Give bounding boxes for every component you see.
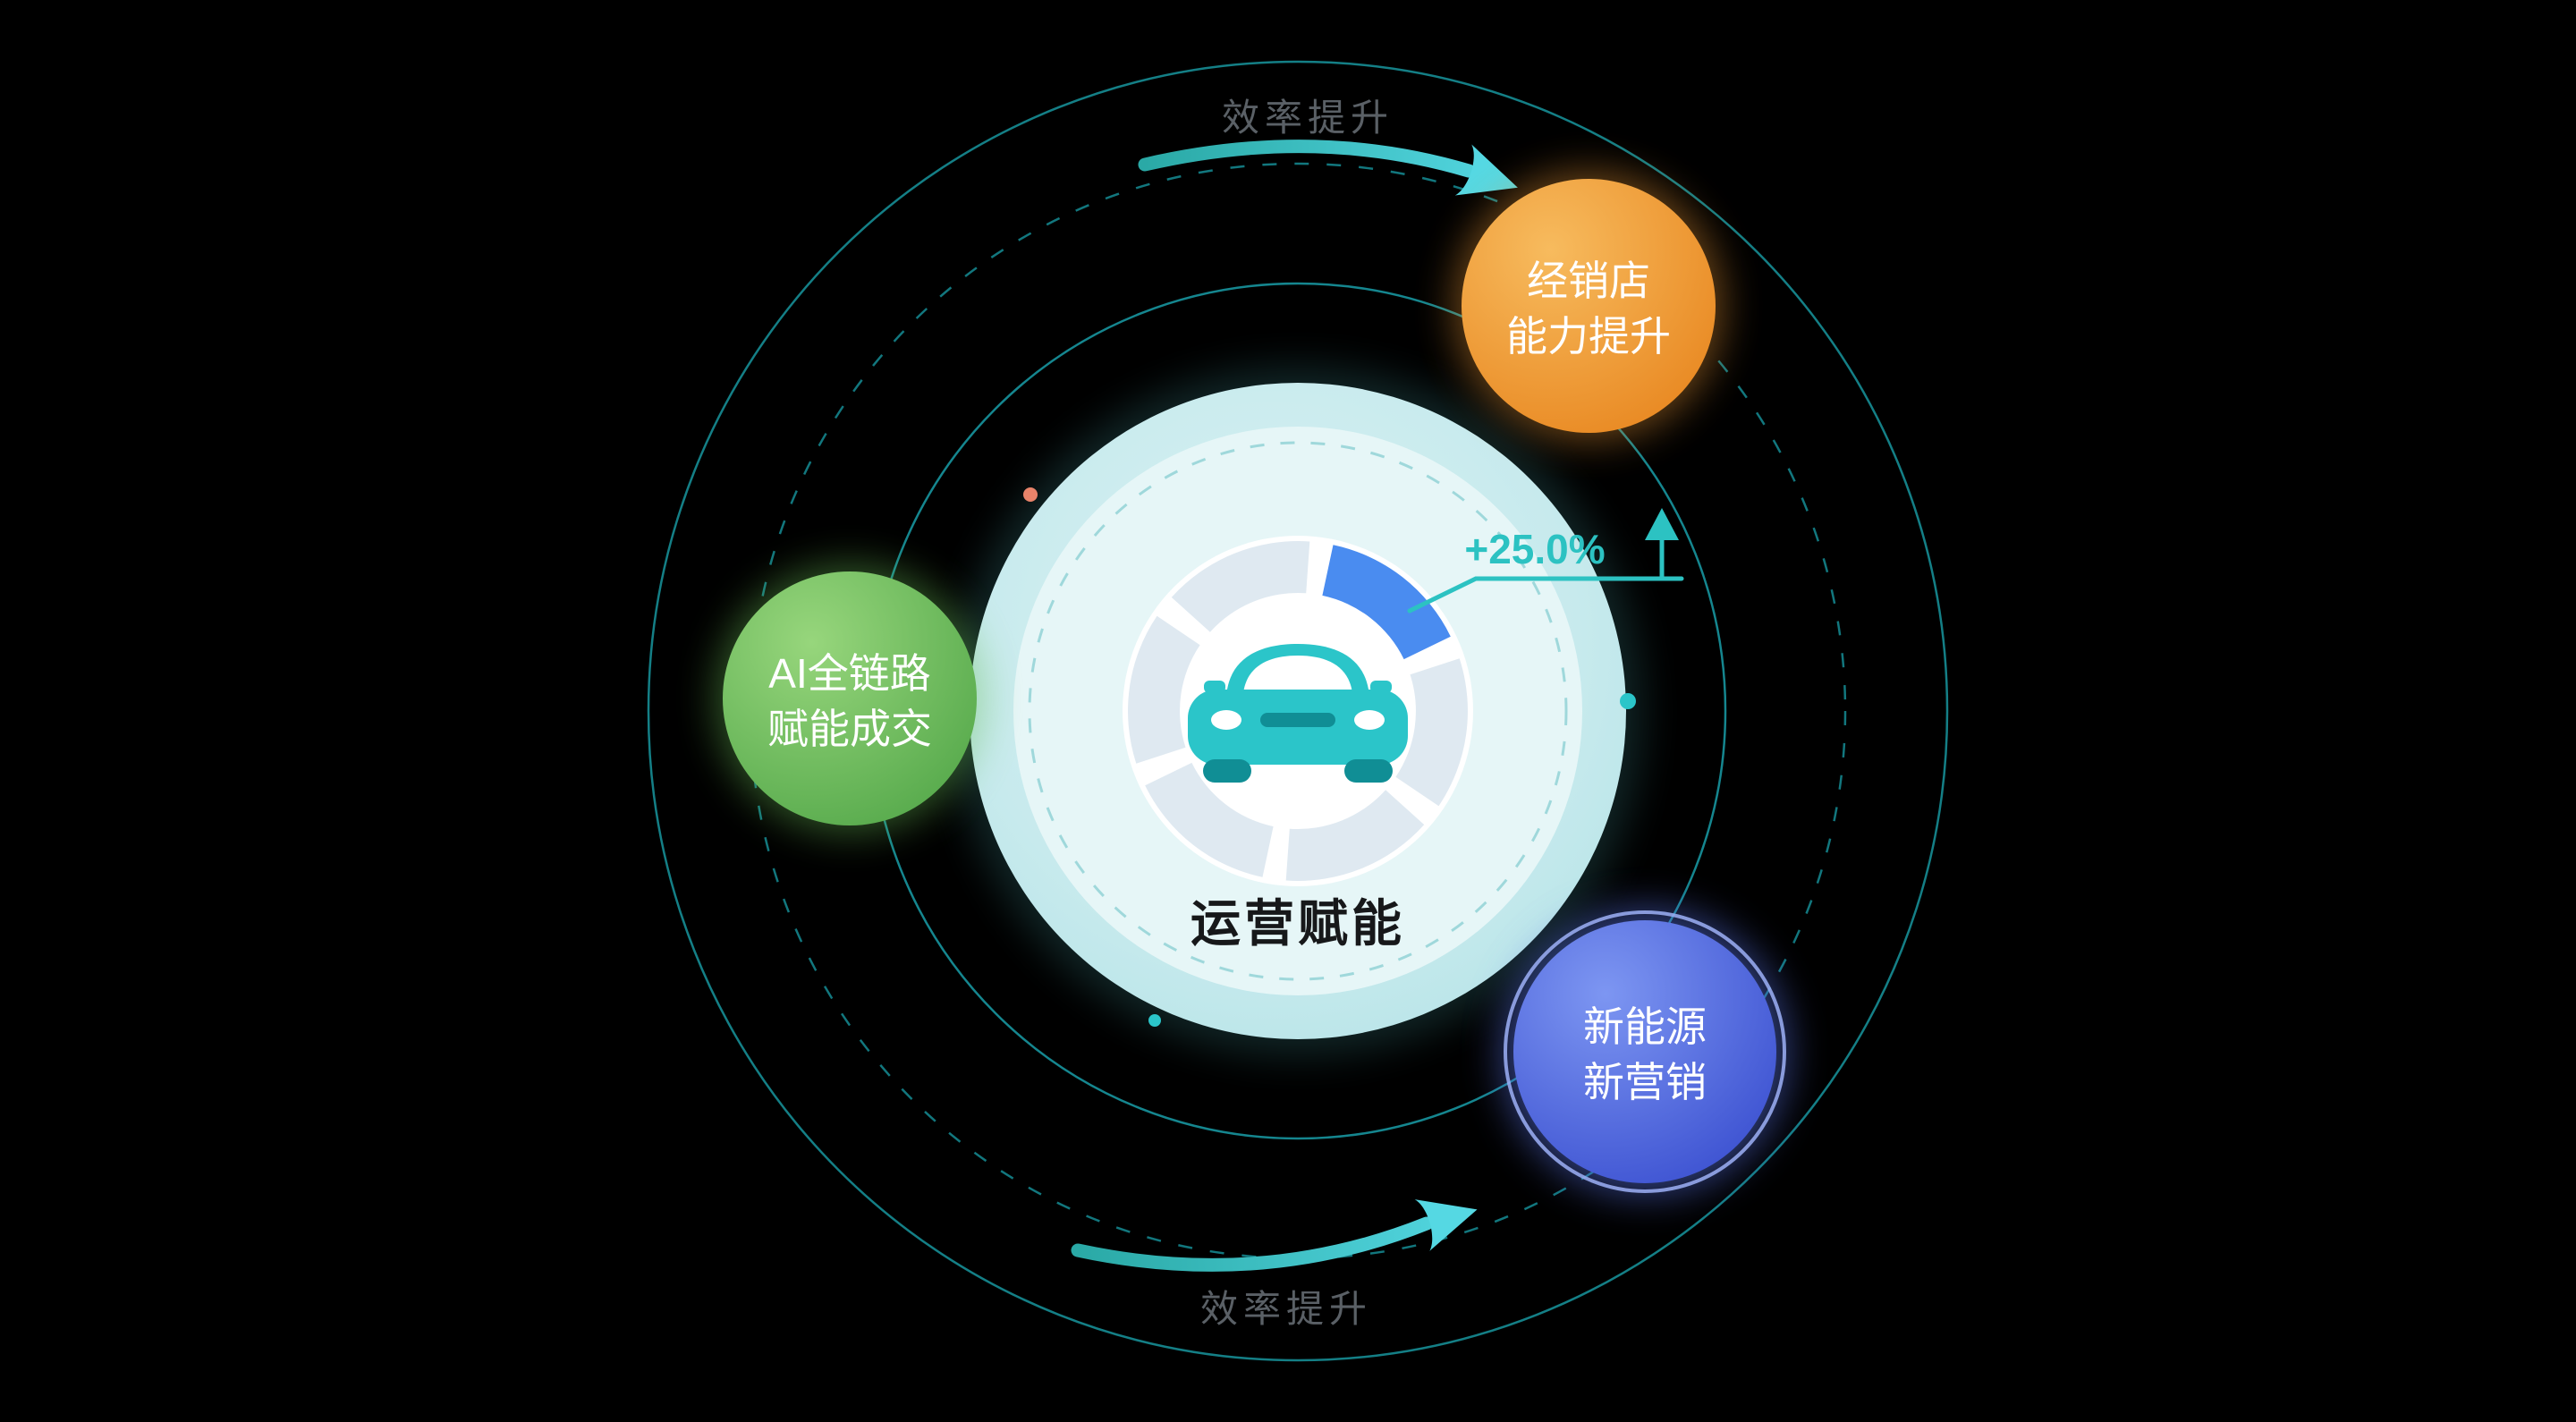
gauge-segment (1171, 541, 1310, 632)
metric-callout-line (1407, 576, 1684, 614)
car-windshield (1243, 656, 1352, 693)
center-dashed-circle (1028, 441, 1568, 981)
efficiency-arrow-top-head (1454, 144, 1518, 196)
bubble-nev-line2: 新营销 (1583, 1059, 1707, 1105)
bubble-dealer-line2: 能力提升 (1506, 313, 1671, 360)
bubble-ai: AI全链路 赋能成交 (716, 564, 984, 833)
dot-left-orange (1023, 487, 1038, 502)
efficiency-arrow-bottom-head (1414, 1199, 1478, 1251)
gauge-segment (1395, 658, 1468, 807)
bubble-nev-ring (1504, 910, 1786, 1193)
center-label: 运营赋能 (1191, 895, 1405, 952)
gauge-ring (1128, 541, 1468, 881)
metric-value: +25.0% (1464, 526, 1605, 572)
bubble-nev-line1: 新能源 (1583, 1003, 1707, 1050)
efficiency-arrow-bottom (1071, 1199, 1478, 1272)
efficiency-arrow-top-shaft (1138, 140, 1476, 178)
orbit-ring-outer (647, 60, 1949, 1362)
car-wheel-left (1203, 759, 1251, 783)
metric-up-arrow-head (1645, 508, 1679, 540)
car-headlight-left (1211, 710, 1241, 730)
bubble-nev: 新能源 新营销 (1502, 909, 1788, 1195)
gauge-highlight-segment (1322, 545, 1451, 660)
dot-bottom-teal (1148, 1014, 1161, 1027)
efficiency-label-top: 效率提升 (1222, 97, 1394, 139)
car-headlight-right (1354, 710, 1385, 730)
bubble-nev-circle (1513, 920, 1776, 1183)
metric-annotation (1407, 508, 1684, 614)
dot-right-teal (1620, 693, 1636, 709)
efficiency-arrow-bottom-shaft (1071, 1216, 1434, 1272)
bubble-ai-line1: AI全链路 (768, 650, 930, 697)
gauge-segment (1285, 790, 1425, 881)
car-grille (1260, 713, 1335, 727)
gauge-segment (1145, 762, 1274, 877)
bubble-ai-circle (723, 571, 977, 825)
gauge-segment (1128, 615, 1200, 764)
bubble-dealer: 经销店 能力提升 (1454, 172, 1723, 440)
center-hub: 运营赋能 (953, 367, 1642, 1055)
car-icon (1188, 644, 1408, 783)
bubble-dealer-circle (1462, 179, 1716, 433)
efficiency-arrow-top (1138, 140, 1518, 196)
efficiency-label-bottom: 效率提升 (1200, 1288, 1372, 1330)
bubble-ai-line2: 赋能成交 (767, 706, 932, 752)
bubble-dealer-line1: 经销店 (1527, 258, 1650, 304)
car-wheel-right (1344, 759, 1393, 783)
